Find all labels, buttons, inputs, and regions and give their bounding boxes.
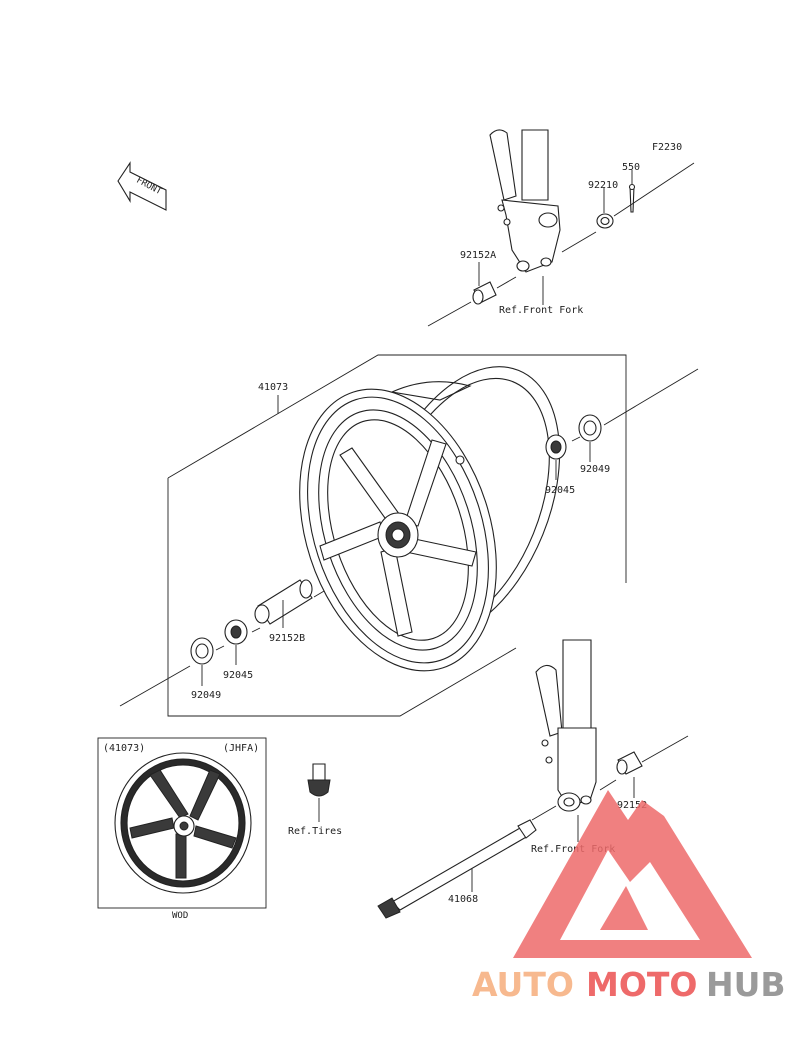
collar-92152B [254,579,313,625]
label-ref-tires: Ref.Tires [288,826,342,837]
inset-market-code: (JHFA) [223,743,259,754]
label-92049-left: 92049 [191,690,221,701]
label-41068: 41068 [448,894,478,905]
label-ref-front-fork-top: Ref.Front Fork [499,305,583,316]
diagram-code: F2230 [652,142,682,153]
inset-part-number: (41073) [103,743,145,754]
label-550: 550 [622,162,640,173]
svg-text:AUTO: AUTO [472,965,574,1004]
label-92210: 92210 [588,180,618,191]
front-fork-bottom-drawing [535,639,597,812]
inset-color-code: WOD [172,911,188,921]
bearing-92045-right [545,434,567,460]
label-92045-right: 92045 [545,485,575,496]
tire-valve-drawing [307,763,331,797]
inset-wheel-variant [97,737,267,909]
front-arrow-icon: FRONT [117,161,167,211]
watermark-logo-icon [513,790,752,958]
axle-41068 [377,819,537,919]
collar-92152 [616,751,643,775]
svg-text:MOTO: MOTO [586,965,697,1004]
wheel-41073-drawing [299,366,561,672]
collar-92152A [472,281,497,305]
label-92152: 92152 [617,800,647,811]
nut-92210 [596,213,614,229]
label-92049-right: 92049 [580,464,610,475]
watermark-wordmark: AUTO MOTO HUB [472,965,786,1004]
bearing-92045-left [224,619,248,645]
label-92152A: 92152A [460,250,496,261]
label-41073: 41073 [258,382,288,393]
svg-text:HUB: HUB [706,965,786,1004]
seal-92049-left [190,637,214,665]
seal-92049-right [578,414,602,442]
label-ref-front-fork-bottom: Ref.Front Fork [531,844,615,855]
assembly-frame [167,354,627,717]
cotter-pin-550 [628,183,636,213]
label-92152B: 92152B [269,633,305,644]
label-92045-left: 92045 [223,670,253,681]
front-fork-top-drawing [489,129,561,273]
